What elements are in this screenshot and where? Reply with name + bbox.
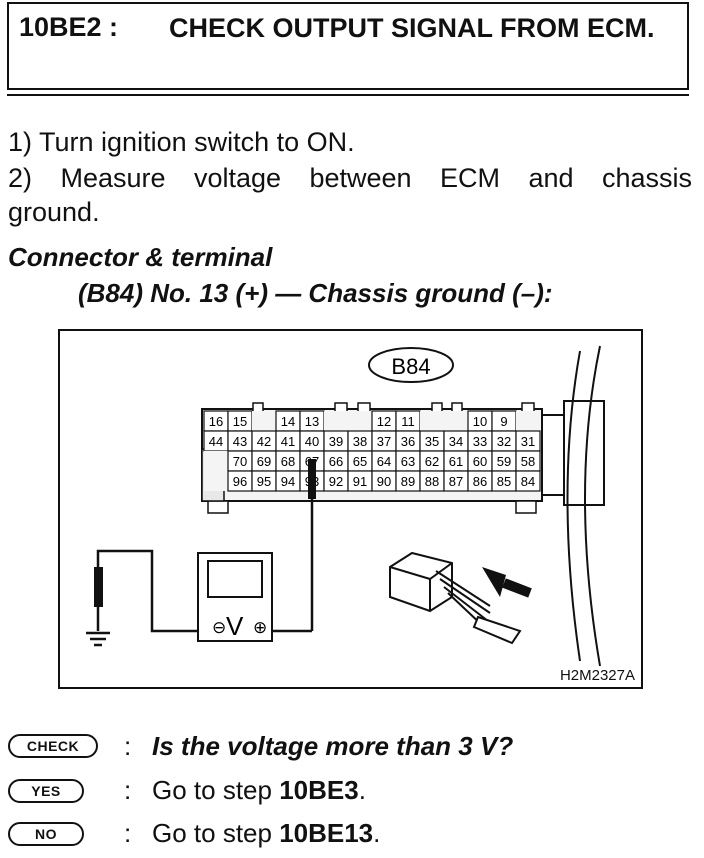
check-badge: CHECK <box>8 734 98 758</box>
terminal-cell <box>420 411 444 431</box>
terminal-number: 66 <box>329 454 343 469</box>
terminal-number: 10 <box>473 414 487 429</box>
terminal-number: 96 <box>233 474 247 489</box>
terminal-number: 61 <box>449 454 463 469</box>
terminal-number: 68 <box>281 454 295 469</box>
step-title: CHECK OUTPUT SIGNAL FROM ECM. <box>169 13 655 43</box>
figure-svg: B84 16 15 14 13 12 11 10 9 44 43 42 41 40 39 38 37 36 35 3… <box>86 345 605 667</box>
terminal-cell <box>204 451 228 471</box>
no-answer: Go to step 10BE13. <box>152 818 380 849</box>
terminal-number: 62 <box>425 454 439 469</box>
terminal-number: 44 <box>209 434 223 449</box>
terminal-cell <box>516 411 540 431</box>
terminal-number: 85 <box>497 474 511 489</box>
step-1: 1) Turn ignition switch to ON. <box>8 127 355 157</box>
step-2-cont: ground. <box>8 197 100 227</box>
terminal-number: 41 <box>281 434 295 449</box>
lead-negative <box>96 549 198 633</box>
wiring-figure: B84 16 15 14 13 12 11 10 9 44 43 42 41 40 39 38 37 36 35 3… <box>58 329 643 689</box>
voltmeter: ⊖ V ⊕ <box>197 552 273 642</box>
harness-curve-1 <box>566 350 581 662</box>
terminal-number: 16 <box>209 414 223 429</box>
connector-heading: Connector & terminal <box>8 242 273 272</box>
connector-spec: (B84) No. 13 (+) — Chassis ground (–): <box>78 278 553 308</box>
terminal-number: 14 <box>281 414 295 429</box>
meter-v: V <box>226 611 244 641</box>
terminal-cell <box>348 411 372 431</box>
terminal-number: 39 <box>329 434 343 449</box>
terminal-number: 42 <box>257 434 271 449</box>
harness-curve-2 <box>584 345 601 667</box>
terminal-number: 12 <box>377 414 391 429</box>
terminal-number: 36 <box>401 434 415 449</box>
terminal-number: 69 <box>257 454 271 469</box>
yes-step: 10BE3 <box>279 775 359 805</box>
step-header-box: 10BE2 : CHECK OUTPUT SIGNAL FROM ECM. <box>7 2 689 90</box>
terminal-cell <box>444 411 468 431</box>
terminal-number: 87 <box>449 474 463 489</box>
terminal-cell <box>252 411 276 431</box>
terminal-number: 70 <box>233 454 247 469</box>
terminal-cell <box>515 470 541 492</box>
terminal-number: 58 <box>521 454 535 469</box>
terminal-number: 95 <box>257 474 271 489</box>
meter-plus: ⊕ <box>253 618 267 638</box>
step-code: 10BE2 : <box>19 12 119 42</box>
terminal-cell <box>324 411 348 431</box>
terminal-grid: 16 15 14 13 12 11 10 9 44 43 42 41 40 39 38 37 36 35 34 33 3… <box>203 410 541 492</box>
terminal-number: 90 <box>377 474 391 489</box>
no-colon: : <box>124 818 132 848</box>
terminal-number: 91 <box>353 474 367 489</box>
meter-minus: ⊖ <box>212 618 226 638</box>
step-2: 2) Measure voltage between ECM and chass… <box>8 163 692 193</box>
no-period: . <box>373 818 381 848</box>
terminal-number: 9 <box>500 414 507 429</box>
probe-positive <box>308 459 316 499</box>
check-question: Is the voltage more than 3 V? <box>152 731 514 761</box>
terminal-number: 38 <box>353 434 367 449</box>
terminal-number: 84 <box>521 474 535 489</box>
yes-colon: : <box>124 775 132 805</box>
terminal-number: 59 <box>497 454 511 469</box>
terminal-number: 37 <box>377 434 391 449</box>
terminal-number: 86 <box>473 474 487 489</box>
terminal-number: 33 <box>473 434 487 449</box>
terminal-number: 43 <box>233 434 247 449</box>
terminal-number: 40 <box>305 434 319 449</box>
terminal-number: 11 <box>401 414 415 429</box>
check-colon: : <box>124 731 132 761</box>
yes-answer: Go to step 10BE3. <box>152 775 366 806</box>
header-rule <box>7 94 689 96</box>
terminal-cell <box>204 471 228 491</box>
figure-code: H2M2327A <box>559 667 635 684</box>
back-probe-diagram <box>389 551 532 645</box>
no-step: 10BE13 <box>279 818 374 848</box>
terminal-number: 35 <box>425 434 439 449</box>
terminal-number: 65 <box>353 454 367 469</box>
yes-badge: YES <box>8 779 84 803</box>
terminal-number: 63 <box>401 454 415 469</box>
terminal-number: 89 <box>401 474 415 489</box>
terminal-number: 34 <box>449 434 463 449</box>
connector-label: B84 <box>391 354 430 379</box>
terminal-number: 88 <box>425 474 439 489</box>
no-badge: NO <box>8 822 84 846</box>
connector-label-oval <box>368 347 454 383</box>
terminal-number: 13 <box>305 414 319 429</box>
terminal-number: 15 <box>233 414 247 429</box>
terminal-number: 32 <box>497 434 511 449</box>
no-text: Go to step <box>152 818 280 848</box>
terminal-number: 64 <box>377 454 391 469</box>
probe-negative <box>94 567 103 607</box>
terminal-number: 94 <box>281 474 295 489</box>
terminal-number: 31 <box>521 434 535 449</box>
terminal-number: 92 <box>329 474 343 489</box>
yes-text: Go to step <box>152 775 280 805</box>
ground-symbol <box>86 631 110 647</box>
terminal-number: 60 <box>473 454 487 469</box>
yes-period: . <box>358 775 366 805</box>
